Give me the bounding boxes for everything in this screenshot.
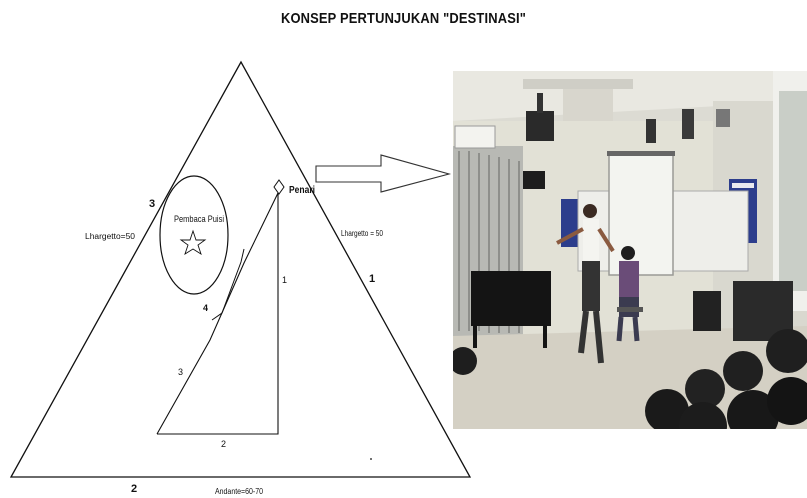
circle-exit-number: 4 bbox=[203, 303, 208, 313]
stage-photo bbox=[453, 71, 807, 429]
small-mark bbox=[370, 458, 372, 460]
reader-label: Pembaca Puisi bbox=[174, 214, 224, 224]
outer-bottom-number: 2 bbox=[131, 483, 137, 495]
circle-exit-path bbox=[211, 248, 245, 321]
inner-right-number: 1 bbox=[282, 275, 287, 285]
diamond-icon bbox=[273, 179, 285, 195]
outer-left-number: 3 bbox=[149, 198, 155, 210]
left-tempo-label: Lhargetto=50 bbox=[85, 232, 136, 241]
outer-triangle bbox=[9, 60, 472, 478]
right-tempo-label: Lhargetto = 50 bbox=[341, 229, 383, 238]
arrow-right-icon bbox=[315, 154, 452, 193]
star-icon bbox=[179, 229, 207, 256]
reader-circle bbox=[159, 175, 229, 295]
bottom-tempo-label: Andante=60-70 bbox=[215, 487, 263, 496]
inner-bottom-number: 2 bbox=[221, 439, 226, 449]
page-title: KONSEP PERTUNJUKAN "DESTINASI" bbox=[280, 10, 527, 27]
inner-path-hypotenuse bbox=[156, 192, 279, 435]
outer-right-number: 1 bbox=[369, 273, 375, 285]
inner-path-triangle bbox=[157, 193, 279, 435]
inner-left-number: 3 bbox=[178, 367, 183, 377]
dancer-label: Penari bbox=[289, 185, 315, 196]
